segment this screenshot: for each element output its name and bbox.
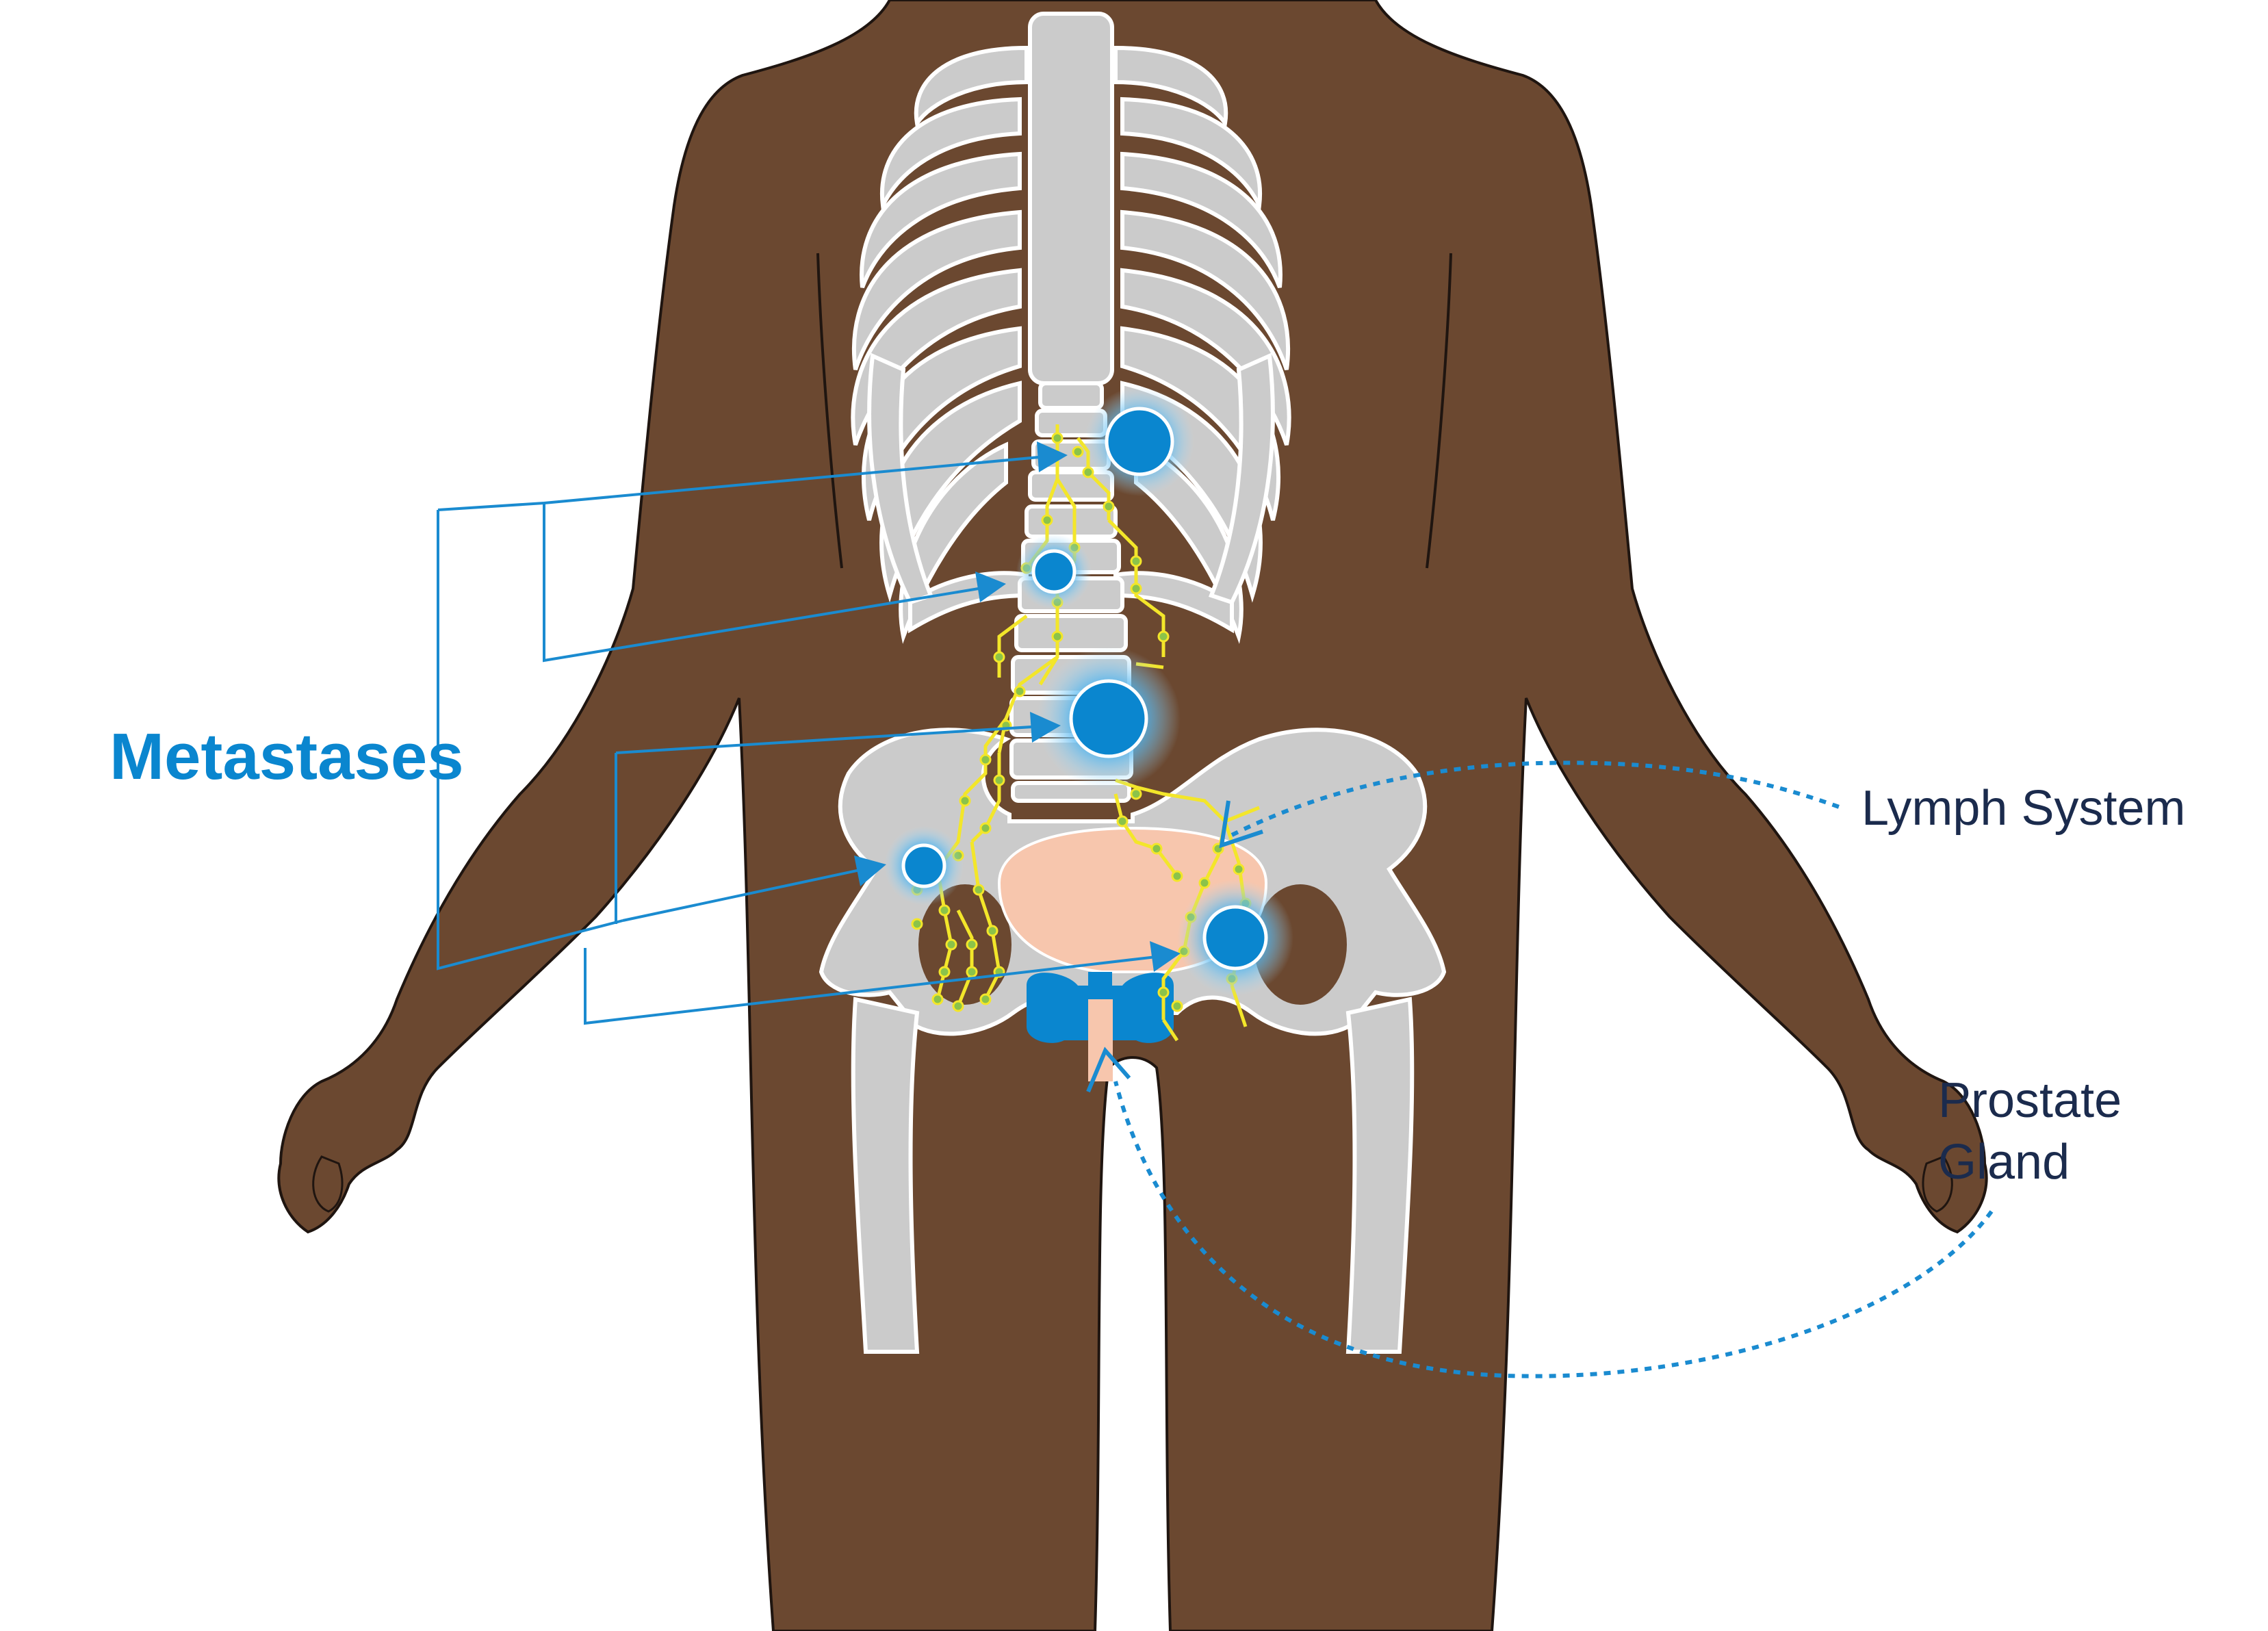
prostate-label-line2: Gland bbox=[1938, 1135, 2070, 1190]
metastases-arrowheads bbox=[854, 441, 1181, 972]
femur-right bbox=[1345, 997, 1415, 1354]
prostate-callout bbox=[1113, 1081, 1994, 1378]
ribs-left bbox=[851, 45, 1029, 644]
prostate-label-line1: Prostate bbox=[1938, 1073, 2122, 1128]
left-armpit-line bbox=[816, 253, 843, 569]
lymph-callout-hook bbox=[1219, 800, 1263, 849]
left-thumb bbox=[312, 1155, 344, 1213]
right-thumb bbox=[1922, 1155, 1953, 1213]
lymph-system-label: Lymph System bbox=[1861, 781, 2185, 836]
arrowhead-4 bbox=[854, 856, 886, 886]
metastases-markers bbox=[884, 387, 1293, 996]
femur-left bbox=[851, 997, 920, 1354]
metastases-callout-lines bbox=[437, 454, 1174, 1025]
arrowhead-3 bbox=[1030, 712, 1061, 743]
prostate-callout-hook bbox=[1086, 1046, 1131, 1093]
metastasis-1 bbox=[1085, 387, 1194, 496]
spine-upper bbox=[1028, 12, 1114, 385]
right-armpit-line bbox=[1426, 253, 1452, 569]
metastases-label: Metastases bbox=[109, 720, 464, 793]
urethra bbox=[1088, 999, 1113, 1081]
arrowhead-5 bbox=[1150, 941, 1181, 972]
arrowhead-2 bbox=[975, 572, 1006, 602]
metastasis-4 bbox=[884, 826, 964, 906]
metastasis-3 bbox=[1037, 647, 1181, 791]
lymph-system-callout bbox=[1230, 760, 1842, 837]
metastasis-5 bbox=[1177, 879, 1293, 996]
metastasis-2 bbox=[1016, 534, 1092, 609]
arrowhead-1 bbox=[1037, 441, 1068, 472]
